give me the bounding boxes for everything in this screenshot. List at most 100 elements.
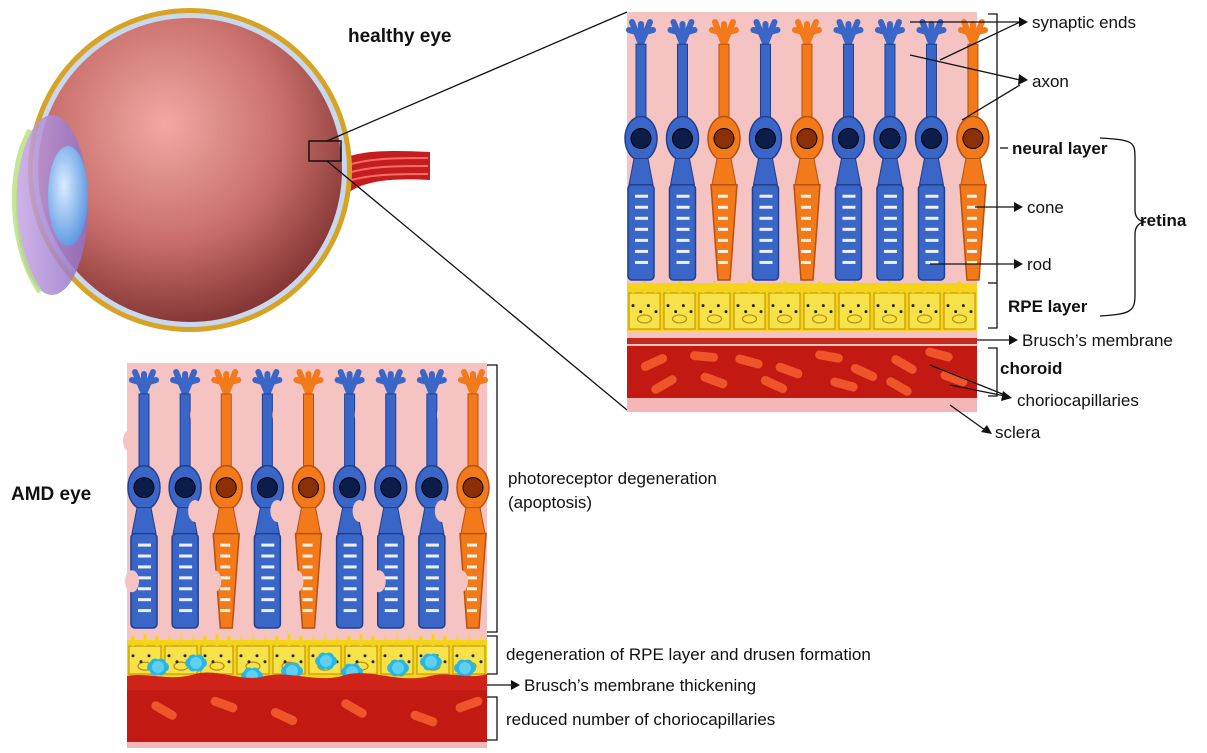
- title-amd-eye: AMD eye: [11, 484, 91, 505]
- nucleus: [216, 478, 236, 498]
- disc: [718, 228, 728, 231]
- degeneration-gap: [270, 500, 284, 522]
- label-neural-layer: neural layer: [1012, 139, 1108, 158]
- disc: [220, 544, 230, 547]
- nucleus: [340, 478, 360, 498]
- melanin-granule: [744, 310, 747, 313]
- optic-nerve: [340, 151, 430, 196]
- axon: [760, 44, 770, 126]
- rpe-cell: [874, 281, 905, 329]
- label-apoptosis: (apoptosis): [508, 493, 592, 512]
- disc: [635, 250, 648, 253]
- disc: [925, 206, 938, 209]
- melanin-granule: [148, 654, 151, 657]
- melanin-granule: [667, 304, 670, 307]
- melanin-granule: [900, 310, 903, 313]
- melanin-granule: [168, 654, 171, 657]
- disc: [385, 587, 398, 590]
- outer-segment: [752, 185, 778, 280]
- disc: [635, 195, 648, 198]
- drusen-core: [459, 662, 471, 674]
- melanin-granule: [408, 660, 411, 663]
- melanin-granule: [892, 304, 895, 307]
- amd-annotations: [487, 365, 512, 740]
- amd-choroid: [127, 690, 487, 742]
- melanin-granule: [842, 304, 845, 307]
- disc: [759, 261, 772, 264]
- rpe-cell: [629, 281, 660, 329]
- rpe-cell: [944, 281, 975, 329]
- nucleus: [838, 129, 858, 149]
- disc: [925, 217, 938, 220]
- disc: [884, 195, 897, 198]
- disc: [925, 195, 938, 198]
- outer-segment: [628, 185, 654, 280]
- melanin-granule: [737, 304, 740, 307]
- nucleus: [422, 478, 442, 498]
- outer-segment: [669, 185, 695, 280]
- disc: [426, 565, 439, 568]
- melanin-granule: [384, 654, 387, 657]
- melanin-granule: [655, 310, 658, 313]
- disc: [344, 565, 357, 568]
- label-rpe-degeneration: degeneration of RPE layer and drusen for…: [506, 645, 871, 664]
- disc: [261, 555, 274, 558]
- outer-segment: [172, 534, 198, 628]
- disc: [385, 609, 398, 612]
- melanin-granule: [212, 660, 215, 663]
- disc: [842, 261, 855, 264]
- axon: [386, 394, 396, 476]
- disc: [967, 250, 977, 253]
- nucleus: [257, 478, 277, 498]
- degeneration-gap: [370, 430, 384, 452]
- melanin-granule: [865, 310, 868, 313]
- melanin-granule: [364, 654, 367, 657]
- label-rpe-layer: RPE layer: [1008, 297, 1088, 316]
- disc: [385, 598, 398, 601]
- disc: [884, 239, 897, 242]
- melanin-granule: [690, 310, 693, 313]
- axon: [885, 44, 895, 126]
- label-photoreceptor-degeneration: photoreceptor degeneration: [508, 469, 717, 488]
- degeneration-gap: [289, 570, 303, 592]
- nucleus: [298, 478, 318, 498]
- disc: [967, 239, 977, 242]
- disc: [676, 195, 689, 198]
- disc: [676, 239, 689, 242]
- disc: [426, 598, 439, 601]
- nucleus: [921, 129, 941, 149]
- disc: [220, 598, 230, 601]
- disc: [842, 250, 855, 253]
- disc: [467, 587, 477, 590]
- disc: [138, 555, 151, 558]
- disc: [302, 576, 312, 579]
- label-bruschs-membrane: Brusch’s membrane: [1022, 331, 1173, 350]
- disc: [344, 609, 357, 612]
- disc: [718, 250, 728, 253]
- disc: [635, 261, 648, 264]
- melanin-granule: [877, 304, 880, 307]
- disc: [426, 544, 439, 547]
- melanin-granule: [284, 660, 287, 663]
- melanin-granule: [717, 304, 720, 307]
- nucleus: [381, 478, 401, 498]
- axon: [468, 394, 478, 476]
- disc: [635, 239, 648, 242]
- melanin-granule: [947, 304, 950, 307]
- disc: [261, 576, 274, 579]
- disc: [220, 609, 230, 612]
- degeneration-gap: [355, 404, 369, 426]
- degeneration-gap: [454, 570, 468, 592]
- axon: [677, 44, 687, 126]
- degeneration-gap: [190, 404, 204, 426]
- disc: [759, 217, 772, 220]
- melanin-granule: [682, 304, 685, 307]
- disc: [635, 228, 648, 231]
- rpe-cell: [804, 281, 835, 329]
- degeneration-gap: [287, 430, 301, 452]
- disc: [801, 228, 811, 231]
- disc: [676, 261, 689, 264]
- disc: [467, 555, 477, 558]
- healthy-retina-panel: [625, 12, 989, 412]
- outer-segment: [337, 534, 363, 628]
